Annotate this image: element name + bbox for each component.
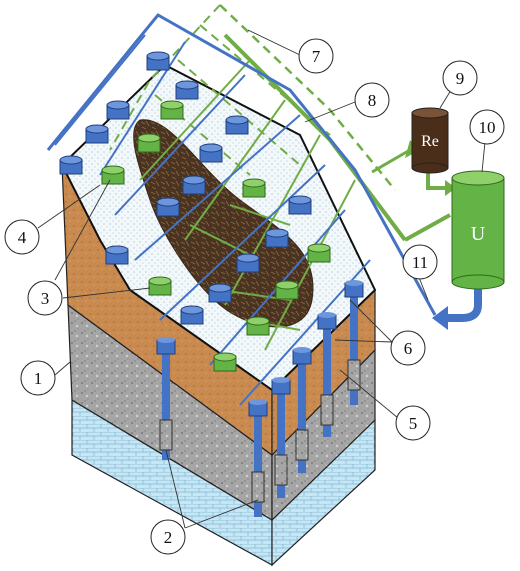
deep-well-6 [344, 280, 364, 405]
green-well [307, 243, 331, 263]
callout-6: 6 [390, 330, 426, 366]
callout-7-label: 7 [312, 47, 321, 66]
blue-well [288, 195, 312, 215]
callout-2: 2 [150, 519, 186, 555]
deep-well-5 [317, 312, 337, 437]
blue-well [105, 245, 129, 265]
blue-main-line [46, 13, 437, 316]
callout-4: 4 [4, 219, 40, 255]
green-re-to-u [426, 170, 446, 190]
leader-5 [339, 369, 399, 419]
callout-9: 9 [442, 60, 478, 96]
green-well [246, 316, 270, 336]
leader-3-b [54, 179, 111, 281]
green-well [148, 276, 172, 296]
blue-well [225, 115, 249, 135]
green-well [213, 352, 237, 372]
callout-6-label: 6 [404, 339, 413, 358]
deep-wells [156, 280, 364, 517]
tank-u: U [451, 170, 505, 290]
green-well [242, 178, 266, 198]
leader-10 [481, 141, 486, 173]
leader-2-b [165, 449, 186, 529]
leader-8 [304, 101, 356, 123]
blue-wells [59, 51, 312, 325]
callouts: 1 2 3 4 5 6 7 8 [4, 38, 505, 555]
leader-1 [54, 361, 71, 376]
green-solid-lateral-6 [189, 224, 251, 256]
callout-7: 7 [298, 38, 334, 74]
green-solid-lateral-1 [139, 59, 251, 181]
blue-well [208, 283, 232, 303]
tank-u-label: U [471, 223, 486, 245]
deep-well-2 [248, 399, 268, 517]
green-dashed-header [219, 4, 396, 191]
callout-1: 1 [20, 360, 56, 396]
callout-9-label: 9 [456, 69, 465, 88]
blue-well [156, 197, 180, 217]
leader-4 [37, 184, 101, 229]
leader-2-a [184, 499, 259, 529]
blue-well [146, 51, 170, 71]
blue-well [199, 143, 223, 163]
callout-2-label: 2 [164, 528, 173, 547]
green-well [160, 100, 184, 120]
callout-5: 5 [395, 405, 431, 441]
green-well [137, 133, 161, 153]
callout-10: 10 [469, 109, 505, 145]
green-well [275, 280, 299, 300]
callout-11: 11 [402, 244, 438, 280]
green-wells [101, 100, 331, 372]
leader-6-a [349, 299, 393, 343]
callout-10-label: 10 [479, 118, 496, 137]
green-solid-lateral-4 [264, 179, 356, 351]
return-line-from-u [441, 278, 482, 322]
green-feed-to-re [371, 148, 411, 174]
deep-well-4 [292, 347, 312, 473]
blue-lateral-5 [159, 164, 326, 321]
blue-lateral-3 [114, 74, 246, 216]
leader-3-a [62, 287, 151, 299]
tank-re-label: Re [421, 133, 439, 150]
tank-re: Re [411, 107, 449, 174]
blue-well [175, 80, 199, 100]
blue-well [180, 305, 204, 325]
blue-well [182, 175, 206, 195]
callout-1-label: 1 [34, 369, 43, 388]
blue-well [59, 155, 83, 175]
deep-well-3 [271, 377, 291, 498]
return-arrow [432, 306, 448, 330]
blue-well [106, 100, 130, 120]
blue-well [265, 228, 289, 248]
arrow-to-u [445, 180, 456, 196]
callout-8: 8 [354, 82, 390, 118]
blue-well [85, 124, 109, 144]
leader-6-b [334, 339, 393, 343]
callout-4-label: 4 [18, 228, 27, 247]
leader-7 [247, 29, 301, 56]
callout-3-label: 3 [41, 289, 50, 308]
green-dashed-branch [109, 4, 221, 151]
callout-3: 3 [27, 280, 63, 316]
blue-lateral-4 [134, 114, 301, 261]
blue-lateral-2 [99, 41, 186, 176]
green-header-to-u [404, 213, 451, 242]
contaminated-zone [133, 119, 314, 328]
green-well [101, 165, 125, 185]
callout-8-label: 8 [368, 91, 377, 110]
green-dashed-lateral-2 [177, 59, 301, 166]
green-collection-network [109, 4, 456, 351]
green-solid-lateral-5 [229, 204, 291, 226]
deep-well-1 [156, 337, 176, 460]
blue-well [236, 253, 260, 273]
callout-5-label: 5 [409, 414, 418, 433]
blue-lateral-1 [54, 34, 146, 146]
green-solid-lateral-2 [184, 99, 286, 241]
callout-11-label: 11 [412, 253, 428, 272]
